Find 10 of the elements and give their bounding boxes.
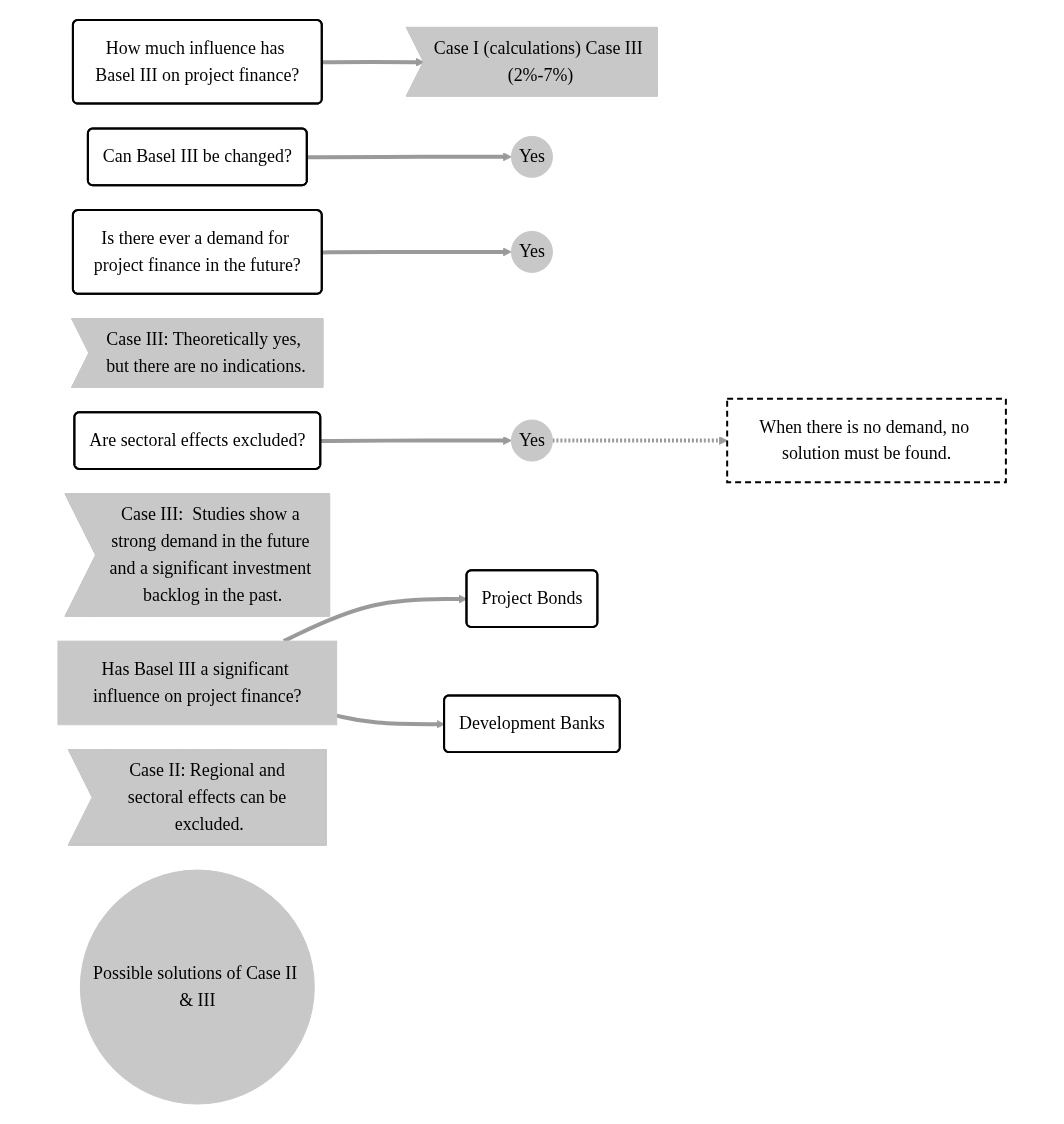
node-box: When there is no demand, no solution must be found.: [726, 397, 1007, 484]
node-box: Has Basel III a significant influence on project finance?: [57, 640, 338, 726]
node-circle: Yes: [511, 419, 553, 462]
node-circle: Yes: [511, 135, 553, 178]
arrow: [322, 247, 512, 257]
arrow: [552, 436, 728, 445]
arrow: [320, 436, 512, 445]
node-circle: Yes: [511, 230, 553, 273]
node-circle: Possible solutions of Case II & III: [79, 869, 315, 1105]
arrow: [307, 152, 512, 162]
